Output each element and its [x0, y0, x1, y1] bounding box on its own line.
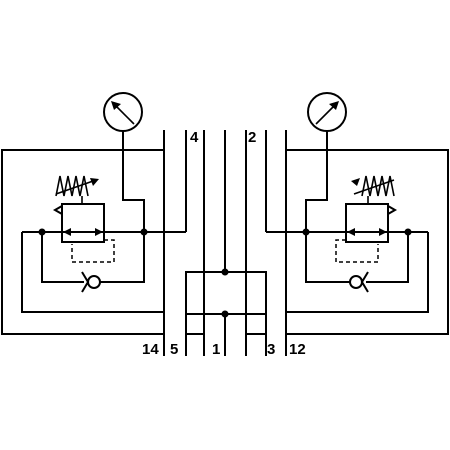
right-check-valve-icon — [349, 271, 369, 293]
port-label-12: 12 — [289, 341, 306, 358]
center-valve-block — [185, 268, 267, 318]
port-label-14: 14 — [142, 341, 159, 358]
left-gauge-icon — [103, 92, 143, 132]
port-label-2: 2 — [248, 129, 257, 146]
right-gauge-icon — [307, 92, 347, 132]
right-circuit — [266, 92, 429, 313]
right-regulator-icon — [335, 175, 398, 263]
left-circuit — [21, 92, 186, 313]
left-regulator-icon — [52, 175, 115, 263]
housing-outline — [1, 149, 449, 335]
port-label-3: 3 — [267, 341, 276, 358]
port-label-4: 4 — [190, 129, 199, 146]
left-check-valve-icon — [81, 271, 101, 293]
port-channels — [163, 130, 287, 356]
port-label-1: 1 — [212, 341, 221, 358]
port-label-5: 5 — [170, 341, 179, 358]
